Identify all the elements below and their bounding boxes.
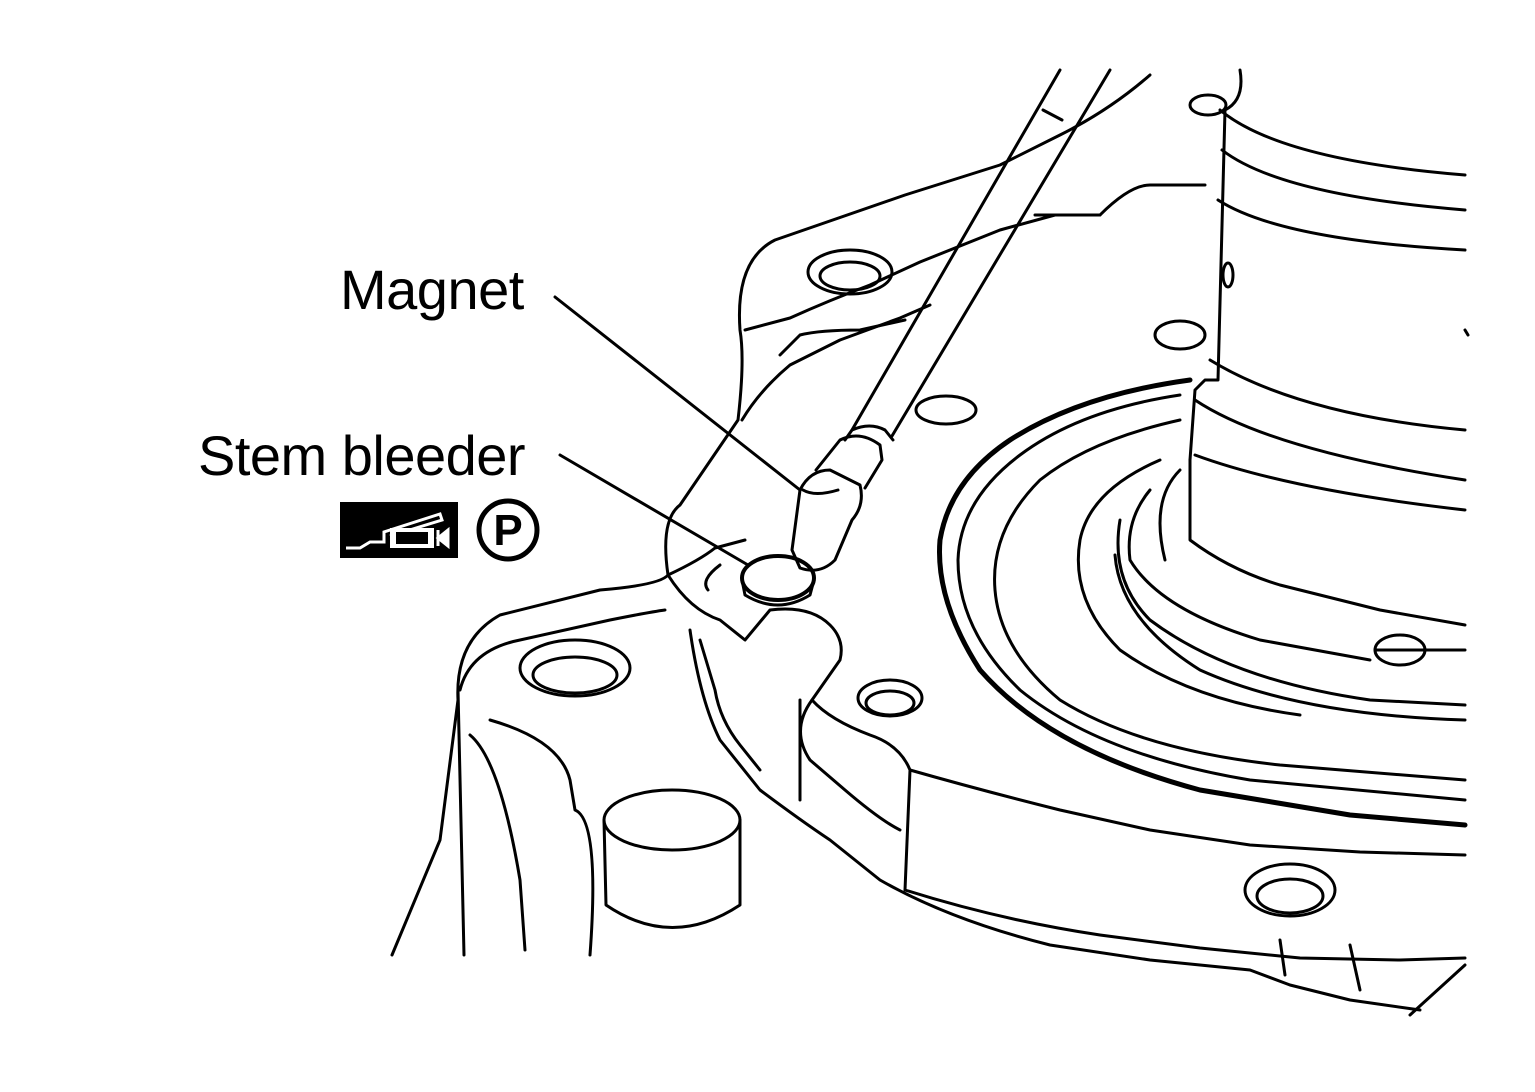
mating-surface-lower: [666, 573, 902, 832]
mating-surface-lower-3: [698, 638, 762, 772]
mating-surface-lower-8: [1278, 938, 1287, 977]
circled-p-icon: P: [476, 498, 540, 562]
mating-surface-lower-2: [688, 628, 1422, 1012]
magnet-label: Magnet: [340, 258, 524, 321]
mating-surface-upper: [778, 318, 907, 357]
sealant-applicator-icon: [340, 502, 458, 558]
seal-rings: [937, 377, 1468, 828]
magnet-leader-line: [553, 295, 802, 492]
mating-surface-lower-5: [810, 698, 912, 892]
dowel-pin: [602, 788, 742, 929]
mating-surface-lower-7: [903, 888, 1467, 962]
stem-bleeder-leader-line: [558, 453, 750, 567]
stem-bleeder-shape: [704, 554, 816, 607]
mating-surface-edge: [666, 538, 747, 577]
stem-bleeder-label: Stem bleeder: [198, 424, 526, 487]
magnet-tool: [790, 68, 1112, 572]
housing-lower-step: [456, 688, 466, 957]
mating-surface-line-3: [1033, 183, 1207, 217]
mating-surface-lower-9: [1348, 943, 1362, 992]
bolt-holes: [518, 93, 1337, 918]
housing-flange-outline: [390, 73, 1152, 957]
p-letter: P: [493, 506, 522, 555]
magnet-rod: [850, 68, 1062, 432]
housing-lower-step-2: [468, 733, 527, 952]
central-shaft: [1113, 68, 1470, 722]
mating-surface-lower-10: [1408, 963, 1467, 1017]
mating-surface-lower-6: [908, 768, 1467, 857]
mating-surface-line-2: [743, 213, 1102, 332]
housing-lower-curve: [488, 718, 595, 957]
housing-flange-inner: [458, 608, 667, 692]
mating-surface-top-edge: [740, 303, 932, 422]
